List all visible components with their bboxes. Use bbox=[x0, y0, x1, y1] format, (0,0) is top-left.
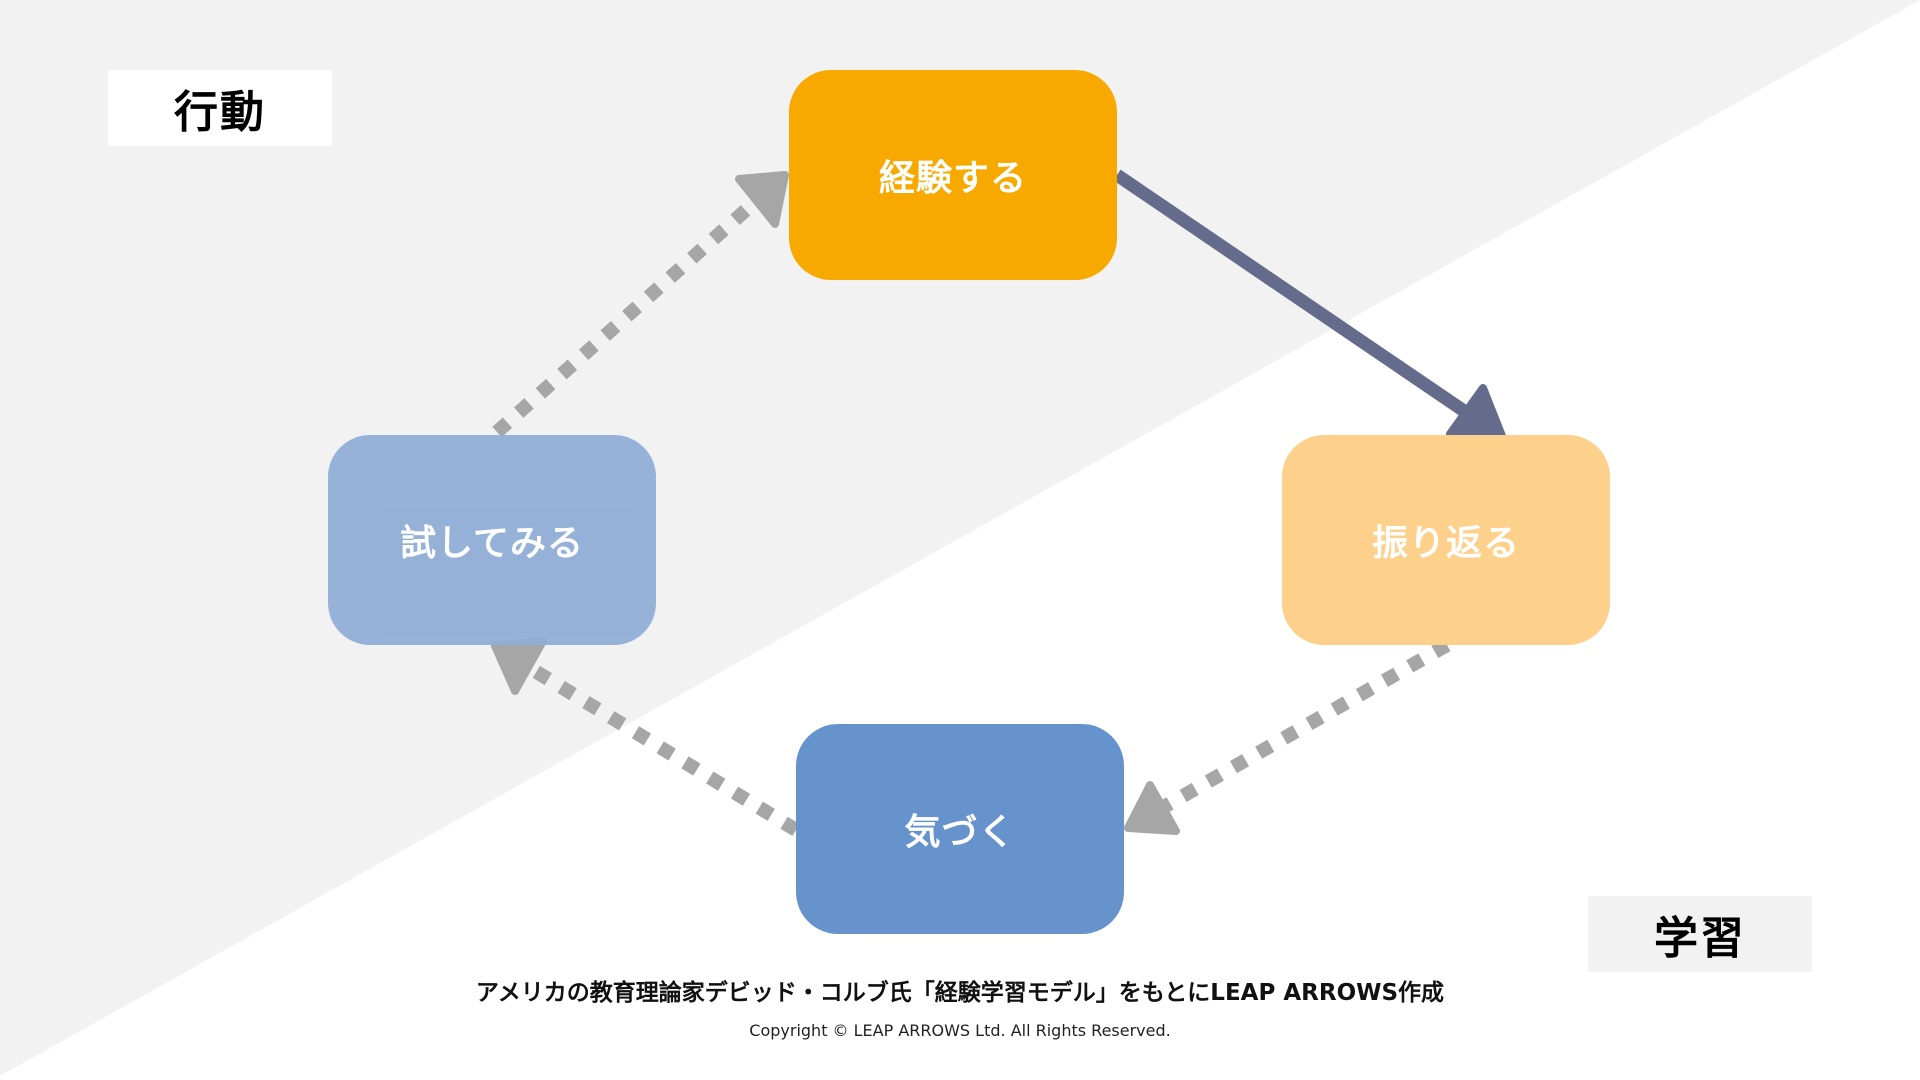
node-label: 気づく bbox=[904, 812, 1016, 853]
arrow-line bbox=[526, 662, 800, 836]
node-label: 試してみる bbox=[400, 523, 584, 564]
arrow-line bbox=[1158, 638, 1451, 815]
arrow-line bbox=[492, 195, 761, 438]
source-caption: アメリカの教育理論家デビッド・コルブ氏「経験学習モデル」をもとにLEAP ARR… bbox=[475, 980, 1445, 1006]
arrow-line bbox=[1113, 169, 1474, 421]
node-label: 経験する bbox=[878, 158, 1027, 199]
node-label: 振り返る bbox=[1371, 523, 1520, 564]
arrow-experience-to-reflect bbox=[1113, 169, 1506, 440]
node-notice: 気づく bbox=[796, 724, 1124, 934]
arrowhead-icon bbox=[735, 171, 789, 228]
action-label: 行動 bbox=[108, 70, 332, 146]
arrow-try-to-experience bbox=[492, 171, 789, 438]
arrow-reflect-to-notice bbox=[1124, 638, 1451, 835]
learning-label: 学習 bbox=[1588, 896, 1812, 972]
node-experience: 経験する bbox=[789, 70, 1117, 280]
copyright-text: Copyright © LEAP ARROWS Ltd. All Rights … bbox=[749, 1021, 1171, 1040]
arrowhead-icon bbox=[491, 637, 547, 695]
arrow-notice-to-try bbox=[491, 637, 800, 836]
arrowhead-icon bbox=[1124, 781, 1180, 835]
node-try: 試してみる bbox=[328, 435, 656, 645]
node-reflect: 振り返る bbox=[1282, 435, 1610, 645]
